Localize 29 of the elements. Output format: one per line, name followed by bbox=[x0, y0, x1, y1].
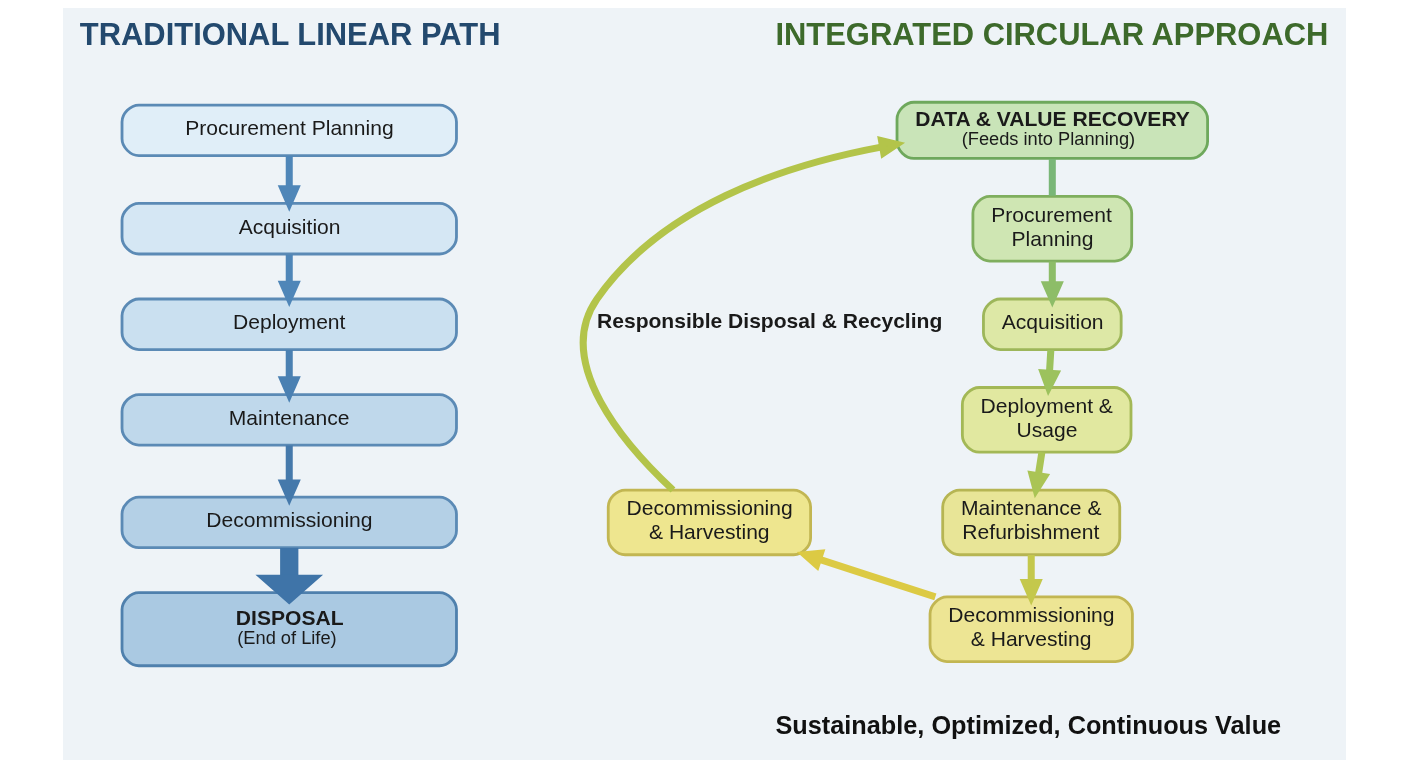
arrow bbox=[254, 547, 323, 605]
node-box: Acquisition bbox=[120, 202, 458, 256]
arrow bbox=[277, 445, 301, 506]
arrow bbox=[277, 155, 301, 212]
arrow bbox=[579, 136, 905, 493]
label: Sustainable, Optimized, Continuous Value bbox=[774, 710, 1281, 739]
arrow bbox=[277, 254, 301, 308]
arrow bbox=[796, 549, 936, 601]
arrow bbox=[1037, 349, 1061, 396]
node-box: Procurement Planning bbox=[120, 103, 458, 158]
arrow bbox=[277, 350, 301, 403]
node-box: Decommissioning & Harvesting bbox=[928, 595, 1134, 663]
arrow bbox=[1026, 451, 1050, 499]
arrow bbox=[1040, 261, 1064, 308]
node-box: Decommissioning bbox=[120, 495, 458, 550]
node-box: Maintenance & Refurbishment bbox=[940, 488, 1121, 557]
node-box: DATA & VALUE RECOVERY (Feeds into Planning) bbox=[895, 100, 1209, 160]
edge-label: Responsible Disposal & Recycling bbox=[596, 308, 942, 332]
node-box: Decommissioning & Harvesting bbox=[606, 488, 812, 557]
arrow bbox=[1019, 555, 1043, 606]
node-box: DISPOSAL (End of Life) bbox=[120, 591, 458, 668]
node-box: Maintenance bbox=[120, 393, 458, 447]
node-box: Deployment bbox=[120, 297, 458, 351]
node-box: Deployment & Usage bbox=[960, 386, 1132, 454]
label: TRADITIONAL LINEAR PATH bbox=[79, 17, 501, 53]
node-box: Procurement Planning bbox=[971, 195, 1133, 263]
node-box: Acquisition bbox=[981, 297, 1123, 351]
connector bbox=[1048, 158, 1056, 196]
label: INTEGRATED CIRCULAR APPROACH bbox=[774, 17, 1328, 53]
